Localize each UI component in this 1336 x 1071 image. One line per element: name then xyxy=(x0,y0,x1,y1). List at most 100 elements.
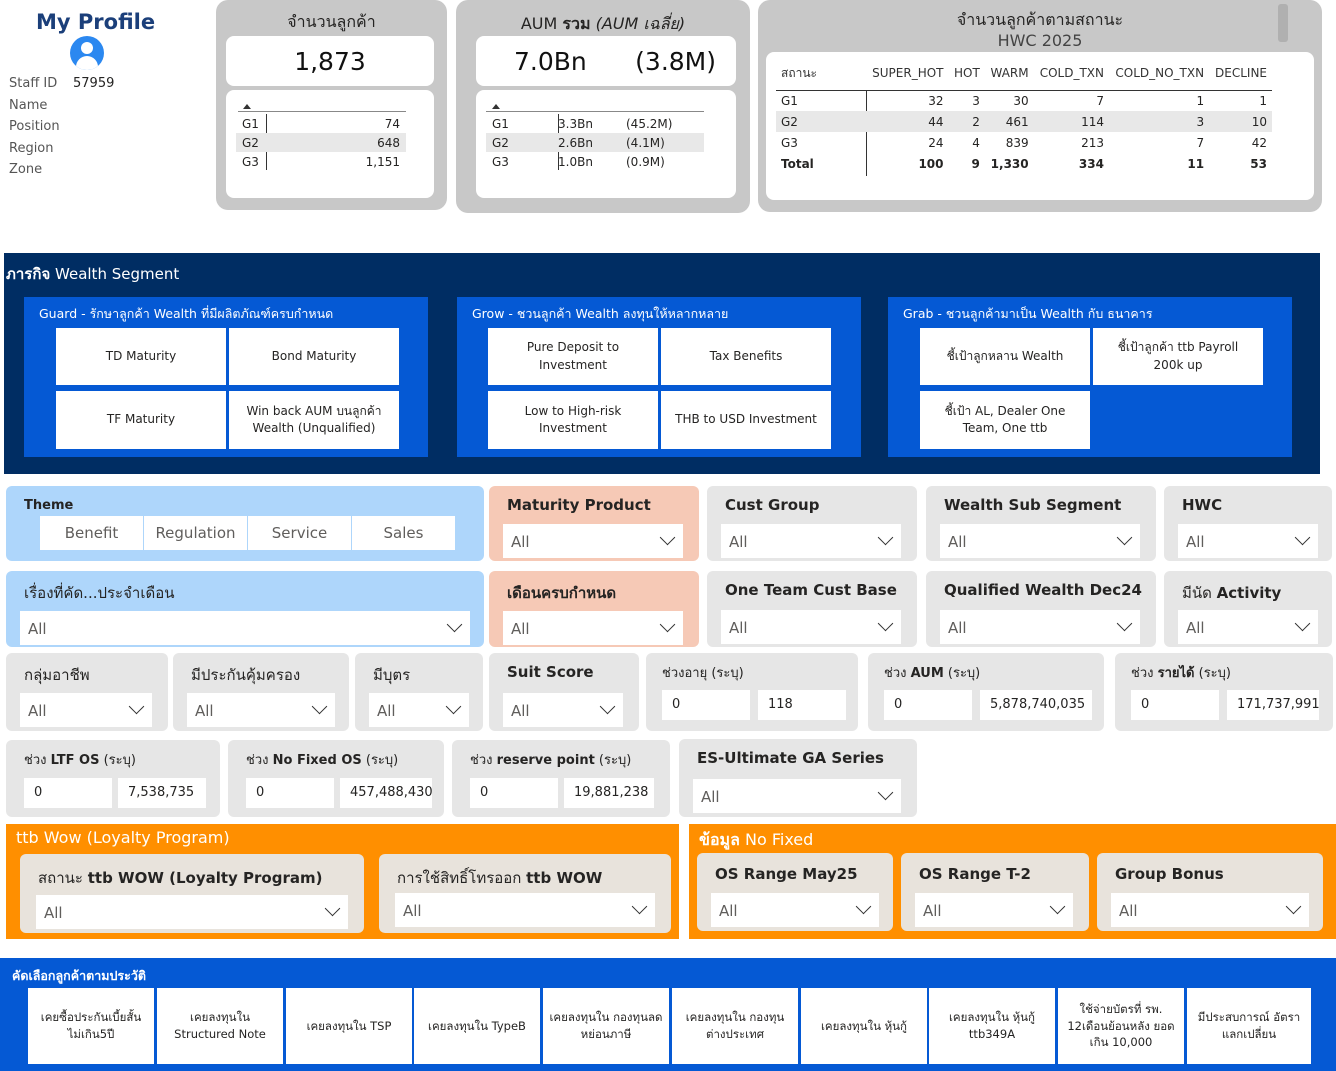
history-structured-note-button[interactable]: เคยลงทุนใน Structured Note xyxy=(157,988,283,1064)
income-min-input[interactable]: 0 xyxy=(1131,690,1219,720)
es-ultimate-dropdown[interactable]: All xyxy=(693,779,901,813)
position-label: Position xyxy=(9,119,60,134)
one-team-slicer: One Team Cust Base All xyxy=(707,571,917,647)
user-avatar-icon xyxy=(70,36,104,70)
nofixed-max-input[interactable]: 457,488,430 xyxy=(340,778,433,808)
sort-asc-icon[interactable] xyxy=(243,104,251,109)
history-foreign-fund-button[interactable]: เคยลงทุนใน กองทุนต่างประเทศ xyxy=(672,988,798,1064)
td-maturity-button[interactable]: TD Maturity xyxy=(56,328,226,385)
ltf-min-input[interactable]: 0 xyxy=(24,778,112,808)
refer-family-wealth-button[interactable]: ชี้เป้าลูกหลาน Wealth xyxy=(920,328,1090,385)
monthly-topic-dropdown[interactable]: All xyxy=(20,611,470,645)
avg-cell: (0.9M) xyxy=(626,154,665,169)
theme-service-button[interactable]: Service xyxy=(248,516,351,550)
ltf-max-input[interactable]: 7,538,735 xyxy=(118,778,206,808)
column-header[interactable]: สถานะ xyxy=(781,65,817,80)
cust-group-dropdown[interactable]: All xyxy=(721,524,901,558)
os-range-may-dropdown[interactable]: All xyxy=(711,893,879,927)
chevron-down-icon xyxy=(311,698,328,715)
age-max-input[interactable]: 118 xyxy=(758,690,846,720)
table-cell: 2 xyxy=(948,111,985,132)
history-ttb349a-button[interactable]: เคยลงทุนใน หุ้นกู้ ttb349A xyxy=(929,988,1055,1064)
reserve-max-input[interactable]: 19,881,238 xyxy=(564,778,654,808)
history-typeb-button[interactable]: เคยลงทุนใน TypeB xyxy=(414,988,540,1064)
nofixed-min-input[interactable]: 0 xyxy=(246,778,334,808)
history-title: คัดเลือกลูกค้าตามประวัติ xyxy=(12,968,146,983)
age-min-input[interactable]: 0 xyxy=(662,690,750,720)
suit-score-title: Suit Score xyxy=(507,663,594,681)
wow-usage-title: การใช้สิทธิ์โทรออก ttb WOW xyxy=(397,869,603,887)
nofixed-range-title: ช่วง No Fixed OS (ระบุ) xyxy=(246,753,399,768)
history-fx-button[interactable]: มีประสบการณ์ อัตราแลกเปลี่ยน xyxy=(1187,988,1311,1064)
income-max-input[interactable]: 171,737,991 xyxy=(1227,690,1320,720)
column-header[interactable]: SUPER_HOT xyxy=(872,66,944,80)
column-header[interactable]: COLD_NO_TXN xyxy=(1115,66,1205,80)
column-header[interactable]: COLD_TXN xyxy=(1039,66,1104,80)
refer-payroll-button[interactable]: ชี้เป้าลูกค้า ttb Payroll 200k up xyxy=(1093,328,1263,385)
theme-regulation-button[interactable]: Regulation xyxy=(144,516,247,550)
reserve-min-input[interactable]: 0 xyxy=(470,778,558,808)
cust-group-slicer: Cust Group All xyxy=(707,486,917,561)
sort-asc-icon[interactable] xyxy=(492,104,500,109)
kpi-customers-value: 1,873 xyxy=(226,36,434,86)
guard-group: Guard - รักษาลูกค้า Wealth ที่มีผลิตภัณฑ… xyxy=(24,297,428,457)
chevron-down-icon xyxy=(659,616,676,633)
table-cell: G2 xyxy=(776,111,866,132)
column-header[interactable]: DECLINE xyxy=(1215,66,1267,80)
nofixed-range-slicer: ช่วง No Fixed OS (ระบุ) 0 457,488,430 xyxy=(228,740,444,817)
monthly-topic-title: เรื่องที่คัด...ประจำเดือน xyxy=(24,584,175,602)
pure-deposit-button[interactable]: Pure Deposit to Investment xyxy=(488,328,658,385)
wealth-sub-segment-dropdown[interactable]: All xyxy=(940,524,1140,558)
profile-title: My Profile xyxy=(36,10,156,34)
due-month-dropdown[interactable]: All xyxy=(503,611,683,645)
suit-score-slicer: Suit Score All xyxy=(489,653,639,731)
history-hospital-card-button[interactable]: ใช้จ่ายบัตรที่ รพ. 12เดือนย้อนหลัง ยอดเก… xyxy=(1058,988,1184,1064)
history-short-insurance-button[interactable]: เคยซื้อประกันเบี้ยสั้น ไม่เกิน5ปี xyxy=(28,988,154,1064)
activity-dropdown[interactable]: All xyxy=(1178,610,1318,644)
group-bonus-dropdown[interactable]: All xyxy=(1111,893,1309,927)
refer-dealer-button[interactable]: ชี้เป้า AL, Dealer One Team, One ttb xyxy=(920,391,1090,449)
suit-score-dropdown[interactable]: All xyxy=(503,693,623,727)
one-team-dropdown[interactable]: All xyxy=(721,610,901,644)
wow-status-dropdown[interactable]: All xyxy=(36,895,348,929)
chevron-down-icon xyxy=(877,615,894,632)
chevron-down-icon xyxy=(1116,529,1133,546)
maturity-product-dropdown[interactable]: All xyxy=(503,524,683,558)
due-month-title: เดือนครบกำหนด xyxy=(507,584,617,602)
column-header[interactable]: HOT xyxy=(954,66,980,80)
value-cell: 74 xyxy=(384,116,400,131)
column-header[interactable]: WARM xyxy=(990,66,1029,80)
bond-maturity-button[interactable]: Bond Maturity xyxy=(229,328,399,385)
low-to-high-risk-button[interactable]: Low to High-risk Investment xyxy=(488,391,658,449)
theme-sales-button[interactable]: Sales xyxy=(352,516,455,550)
qualified-wealth-dropdown[interactable]: All xyxy=(940,610,1140,644)
ttb-wow-panel: ttb Wow (Loyalty Program) สถานะ ttb WOW … xyxy=(6,824,679,939)
tax-benefits-button[interactable]: Tax Benefits xyxy=(661,328,831,385)
kpi-aum-value: 7.0Bn (3.8M) xyxy=(476,36,736,86)
tf-maturity-button[interactable]: TF Maturity xyxy=(56,391,226,449)
group-cell: G2 xyxy=(486,133,552,152)
wow-usage-dropdown[interactable]: All xyxy=(395,893,655,927)
history-tsp-button[interactable]: เคยลงทุนใน TSP xyxy=(286,988,412,1064)
history-tax-fund-button[interactable]: เคยลงทุนใน กองทุนลดหย่อนภาษี xyxy=(543,988,669,1064)
chevron-down-icon xyxy=(445,698,462,715)
scrollbar[interactable] xyxy=(1278,4,1288,42)
thb-to-usd-button[interactable]: THB to USD Investment xyxy=(661,391,831,449)
table-cell: 53 xyxy=(1250,156,1267,171)
win-back-aum-button[interactable]: Win back AUM บนลูกค้า Wealth (Unqualifie… xyxy=(229,391,399,449)
zone-label: Zone xyxy=(9,162,43,177)
os-range-t2-dropdown[interactable]: All xyxy=(915,893,1073,927)
insurance-dropdown[interactable]: All xyxy=(187,693,335,727)
hwc-dropdown[interactable]: All xyxy=(1178,524,1318,558)
chevron-down-icon xyxy=(599,698,616,715)
occupation-dropdown[interactable]: All xyxy=(20,693,152,727)
reserve-range-title: ช่วง reserve point (ระบุ) xyxy=(470,753,632,768)
history-debenture-button[interactable]: เคยลงทุนใน หุ้นกู้ xyxy=(801,988,927,1064)
aum-max-input[interactable]: 5,878,740,035 xyxy=(980,690,1092,720)
aum-min-input[interactable]: 0 xyxy=(884,690,972,720)
theme-benefit-button[interactable]: Benefit xyxy=(40,516,143,550)
children-dropdown[interactable]: All xyxy=(369,693,469,727)
total-cell: 1.0Bn xyxy=(558,154,593,169)
